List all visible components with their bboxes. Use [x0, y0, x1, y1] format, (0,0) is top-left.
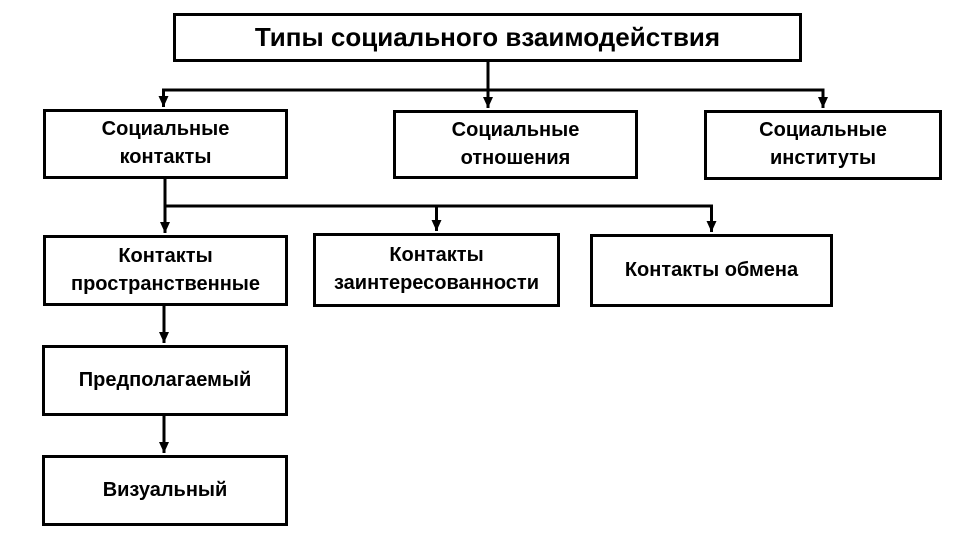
- node-social-relations: Социальные отношения: [393, 110, 638, 179]
- node-social-contacts: Социальные контакты: [43, 109, 288, 179]
- node-presumed: Предполагаемый: [42, 345, 288, 416]
- node-contacts-spatial: Контакты пространственные: [43, 235, 288, 306]
- node-title: Типы социального взаимодействия: [173, 13, 802, 62]
- node-contacts-exchange: Контакты обмена: [590, 234, 833, 307]
- node-social-institutes: Социальные институты: [704, 110, 942, 180]
- node-contacts-interest: Контакты заинтересованности: [313, 233, 560, 307]
- node-visual: Визуальный: [42, 455, 288, 526]
